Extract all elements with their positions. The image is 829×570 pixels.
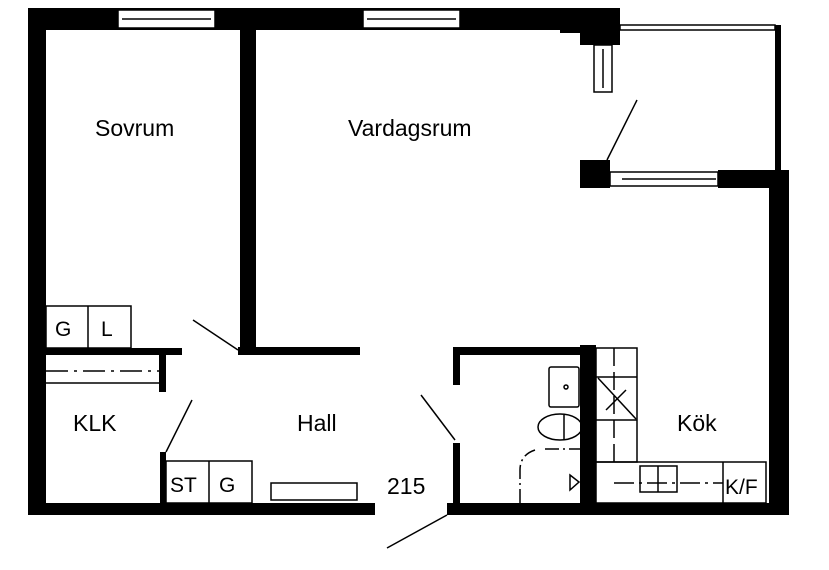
hall-st-label: ST [170, 474, 197, 497]
room-label-sovrum: Sovrum [95, 115, 174, 141]
room-label-vardagsrum: Vardagsrum [348, 115, 472, 141]
fixtures [45, 305, 767, 504]
room-label-hall: Hall [297, 410, 337, 436]
room-label-kok: Kök [677, 410, 717, 436]
dimension-label: 215 [387, 473, 425, 499]
wardrobe-g-label: G [55, 318, 71, 341]
fridge-freezer-label: K/F [725, 476, 758, 499]
windows [117, 9, 776, 187]
room-label-klk: KLK [73, 410, 117, 436]
doors [165, 99, 638, 549]
wardrobe-l-label: L [101, 318, 113, 341]
walls [28, 8, 789, 515]
hall-g-label: G [219, 474, 235, 497]
